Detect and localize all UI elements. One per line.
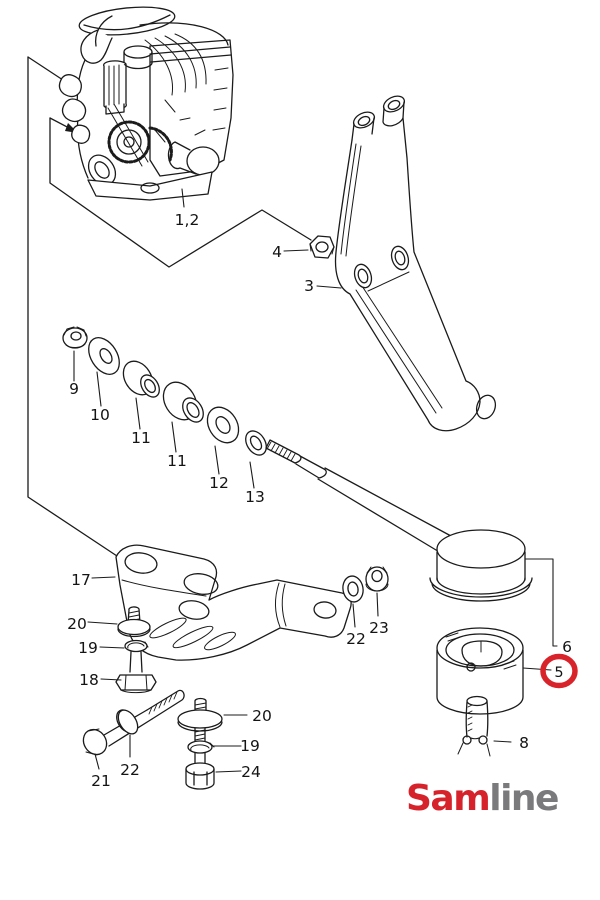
part-spring-washer-19-lower — [187, 727, 215, 754]
part-washer-22-left — [117, 709, 139, 735]
part-bushing-11b — [162, 381, 204, 423]
callout-4: 4 — [272, 243, 282, 261]
callout-20-upper: 20 — [67, 615, 87, 633]
callout-22-right: 22 — [346, 630, 366, 648]
part-washer-10 — [88, 337, 120, 375]
part-mount-bushing-5 — [436, 627, 524, 715]
callouts: 1,2 3 4 5 6 8 9 10 11 11 12 13 17 20 19 … — [67, 211, 572, 790]
part-bolt-18 — [115, 651, 157, 694]
callout-11b: 11 — [167, 452, 187, 470]
part-mount-rod-6 — [265, 439, 533, 602]
brand-logo-gray-part: line — [489, 778, 559, 819]
callout-9: 9 — [69, 380, 79, 398]
part-washer-20-lower — [177, 697, 223, 732]
part-nut-4 — [309, 235, 335, 259]
callout-18: 18 — [79, 671, 99, 689]
leader-lines — [73, 188, 558, 773]
part-buffer-8 — [457, 695, 491, 757]
part-washer-12 — [206, 406, 240, 444]
part-washer-20-upper — [117, 606, 151, 638]
callout-19-upper: 19 — [78, 639, 98, 657]
callout-1-2: 1,2 — [175, 211, 200, 229]
callout-8: 8 — [519, 734, 529, 752]
callout-21: 21 — [91, 772, 111, 790]
part-nut-9 — [62, 326, 88, 349]
part-bushing-11a — [122, 360, 160, 398]
callout-6: 6 — [562, 638, 572, 656]
callout-3: 3 — [304, 277, 314, 295]
callout-20-lower: 20 — [252, 707, 272, 725]
callout-12: 12 — [209, 474, 229, 492]
callout-24: 24 — [241, 763, 261, 781]
callout-23: 23 — [369, 619, 389, 637]
highlight-circle-part-5[interactable] — [540, 653, 578, 689]
part-washer-22-right — [342, 575, 364, 603]
callout-5[interactable]: 5 — [554, 665, 563, 681]
callout-13: 13 — [245, 488, 265, 506]
brand-logo-red-part: Sam — [406, 778, 491, 819]
part-engine — [58, 6, 234, 201]
callout-22-left: 22 — [120, 761, 140, 779]
callout-17: 17 — [71, 571, 91, 589]
brand-logo: Samline — [406, 778, 559, 819]
callout-10: 10 — [90, 406, 110, 424]
part-nut-23 — [365, 566, 389, 592]
part-bracket-3 — [334, 95, 497, 432]
part-nut-24 — [185, 752, 215, 790]
part-washer-13 — [245, 430, 267, 456]
callout-19-lower: 19 — [240, 737, 260, 755]
callout-11a: 11 — [131, 429, 151, 447]
part-bracket-17 — [115, 544, 352, 661]
part-spring-washer-19-upper — [124, 639, 149, 653]
